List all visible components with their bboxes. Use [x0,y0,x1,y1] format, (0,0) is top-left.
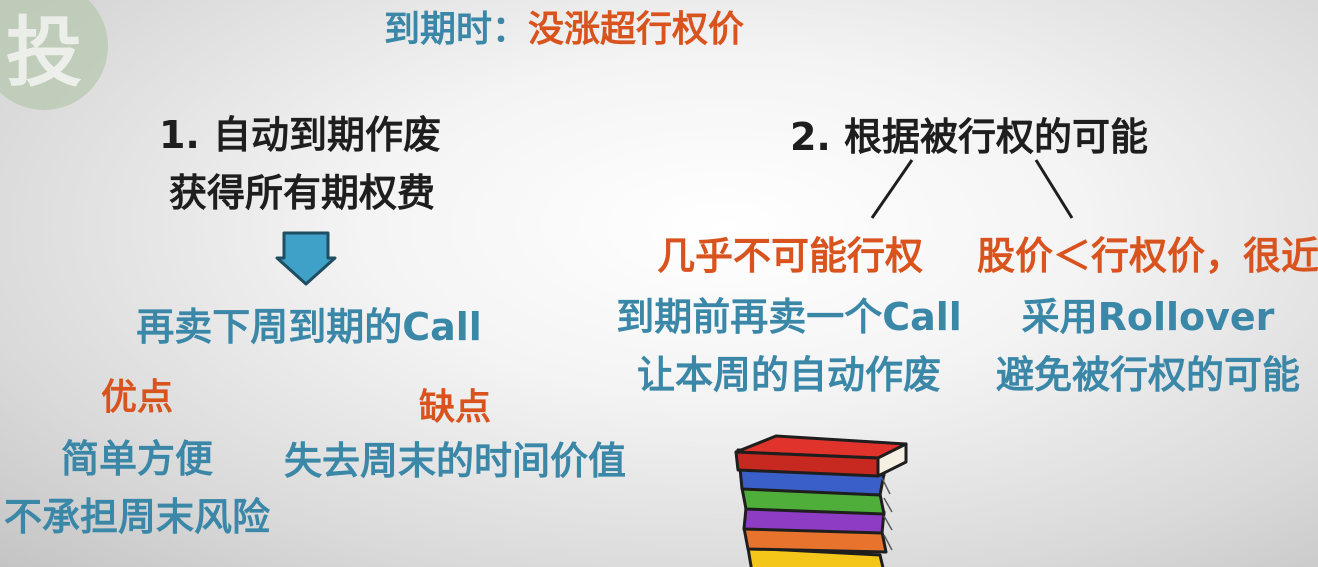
cons-heading: 缺点 [418,387,492,428]
pros-heading: 优点 [100,377,174,418]
pros-item-2: 不承担周末风险 [3,495,271,539]
branch-line-right [1034,159,1074,219]
option1-title: 1. 自动到期作废 [158,113,442,157]
channel-logo: 投 [0,0,108,110]
option2-right-heading: 股价＜行权价，很近 [976,234,1318,278]
option2-left-line-1: 到期前再卖一个Call [616,295,962,339]
option1-action: 再卖下周到期的Call [136,305,482,349]
pros-item-1: 简单方便 [60,437,214,481]
option1-subtitle: 获得所有期权费 [168,171,436,215]
cons-item-1: 失去周末的时间价值 [283,439,627,483]
down-arrow-icon [275,231,337,286]
option2-left-line-2: 让本周的自动作废 [636,353,942,397]
header-value: 没涨超行权价 [528,9,745,50]
header: 到期时：没涨超行权价 [384,12,744,48]
option2-title: 2. 根据被行权的可能 [789,115,1149,159]
book-1-pages [876,442,908,478]
option2-left-heading: 几乎不可能行权 [656,234,924,278]
option2-right-line-2: 避免被行权的可能 [995,353,1301,397]
header-label: 到期时： [384,9,529,50]
option2-right-line-1: 采用Rollover [1021,295,1275,339]
branch-line-left [870,159,914,219]
logo-text: 投 [6,8,82,97]
book-7 [746,546,885,567]
